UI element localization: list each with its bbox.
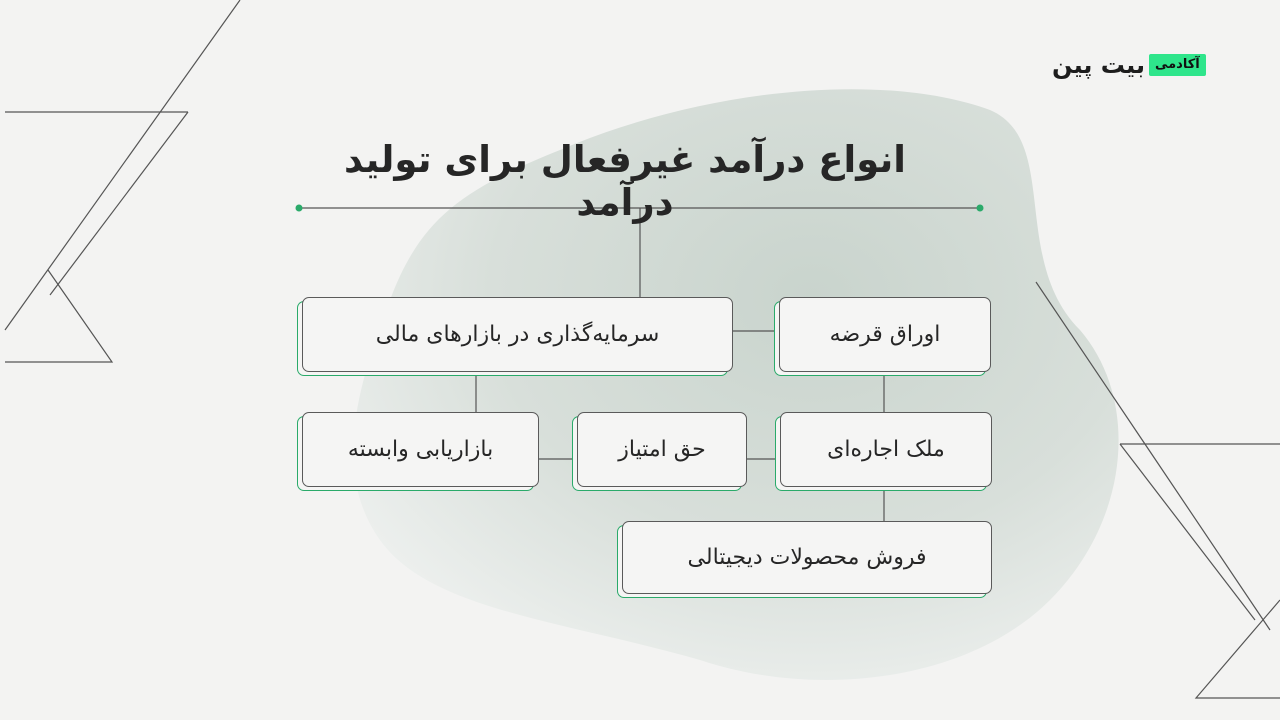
deco-line: [1119, 443, 1256, 621]
deco-triangle: [5, 269, 114, 363]
node-digital-products: فروش محصولات دیجیتالی: [622, 521, 992, 594]
deco-line: [49, 111, 189, 296]
node-affiliate-marketing: بازاریابی وابسته: [302, 412, 539, 487]
rule-dot: [976, 204, 984, 212]
deco-triangle: [1194, 599, 1280, 699]
node-financial-markets: سرمایه‌گذاری در بازارهای مالی: [302, 297, 733, 372]
brand-logo: آکادمی بیت پین: [1052, 50, 1206, 80]
page-title: انواع درآمد غیرفعال برای تولید درآمد: [344, 138, 906, 224]
node-franchise: حق امتیاز: [577, 412, 747, 487]
deco-line: [4, 0, 241, 331]
logo-badge: آکادمی: [1148, 54, 1206, 76]
deco-line: [1035, 281, 1271, 631]
node-bonds: اوراق قرضه: [779, 297, 991, 372]
logo-wordmark: بیت پین: [1052, 51, 1146, 79]
rule-dot: [295, 204, 303, 212]
node-rental-property: ملک اجاره‌ای: [780, 412, 992, 487]
